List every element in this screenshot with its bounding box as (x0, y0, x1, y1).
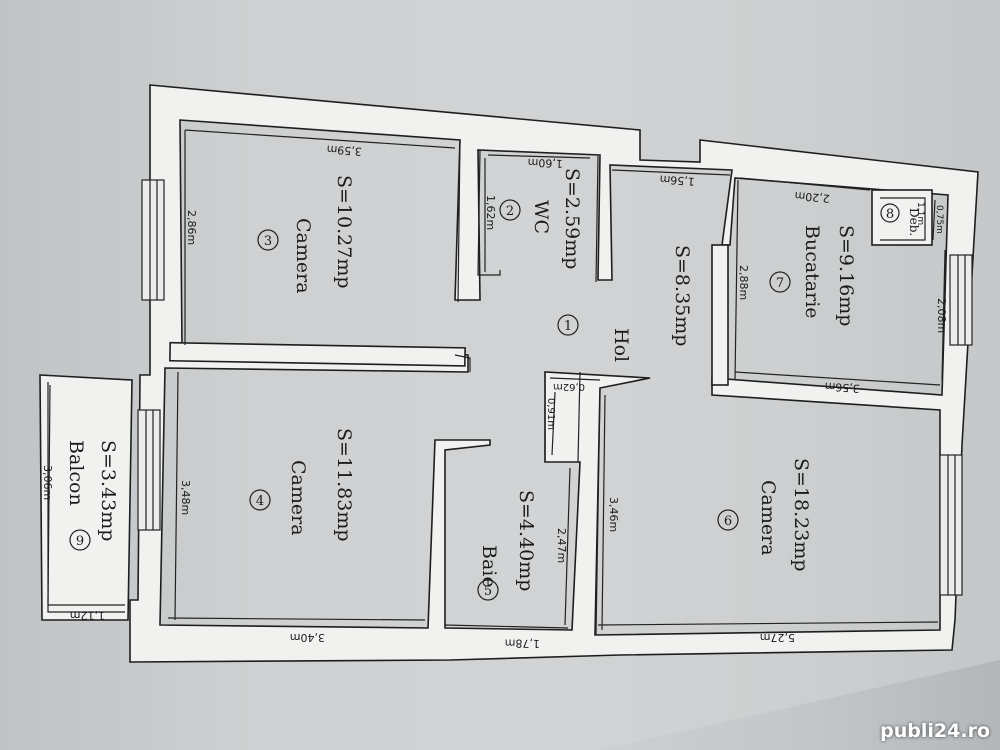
room-number-2: 2 (506, 204, 514, 219)
room-name-camera3: Camera (292, 218, 314, 294)
dim-bucatarie-width: 2,20m (794, 189, 830, 205)
room-number-4: 4 (256, 494, 264, 509)
dim-camera4-height: 3,48m (179, 480, 192, 515)
dim-camera6-width: 5,27m (760, 631, 795, 644)
window-camera3 (141, 179, 165, 301)
dim-baie-width: 1,78m (505, 636, 540, 650)
room-number-6: 6 (724, 514, 732, 529)
dim-camera3-width: 3,59m (326, 143, 362, 158)
dim-balcon-width: 1,12m (70, 609, 105, 622)
balcon-outline (39, 374, 133, 621)
room-name-hol: Hol (610, 328, 632, 362)
dim-bucatarie-height: 2,88m (737, 265, 750, 300)
room-name-bucatarie: Bucatarie (801, 225, 823, 319)
dim-camera3-height: 2,86m (185, 210, 198, 245)
debara-box (871, 189, 933, 246)
room-number-1: 1 (564, 319, 572, 334)
dim-wc-width: 1,60m (527, 156, 563, 170)
dim-baie-door: 0,91m (545, 398, 556, 430)
dim-baie-top: 0,62m (553, 381, 585, 392)
room-area-camera6: S=18.23mp (790, 458, 812, 572)
room-number-5: 5 (484, 584, 492, 599)
room-name-wc: WC (530, 200, 552, 234)
room-area-hol: S=8.35mp (671, 245, 693, 346)
dim-deb-width: 1,1m (915, 202, 925, 225)
room-name-camera6: Camera (757, 480, 779, 556)
room-number-7: 7 (776, 276, 784, 291)
room-number-8: 8 (886, 207, 894, 222)
dim-balcon-height: 3,06m (41, 465, 54, 500)
room-area-bucatarie: S=9.16mp (835, 225, 857, 326)
kitchen-left-wall (711, 244, 729, 386)
room-area-wc: S=2.59mp (561, 168, 583, 269)
watermark-logo: publi24.ro (880, 720, 990, 742)
dim-deb-height: 0,75m (934, 205, 944, 234)
room-name-baie: Baie (478, 545, 500, 588)
room-name-deb: Deb. (907, 208, 921, 236)
room-area-baie: S=4.40mp (515, 490, 537, 591)
window-camera4 (137, 409, 161, 531)
dim-bucatarie-right: 2,08m (935, 298, 948, 333)
room-number-9: 9 (76, 534, 84, 549)
dim-wc-height: 1,62m (484, 195, 497, 230)
room-area-camera3: S=10.27mp (333, 175, 355, 289)
dim-camera4-width: 3,40m (290, 631, 325, 644)
dim-hol-width: 1,56m (659, 173, 695, 188)
room-name-balcon: Balcon (65, 440, 87, 506)
dim-camera6-height: 3,46m (607, 497, 620, 532)
room-area-camera4: S=11.83mp (333, 428, 355, 542)
room-area-balcon: S=3.43mp (97, 440, 119, 541)
room-name-camera4: Camera (287, 460, 309, 536)
dim-baie-height: 2,47m (555, 528, 568, 563)
window-camera6 (939, 454, 963, 596)
room-number-3: 3 (264, 234, 272, 249)
dim-bucatarie-bottom: 3,56m (824, 380, 860, 395)
window-bucatarie (949, 254, 973, 346)
